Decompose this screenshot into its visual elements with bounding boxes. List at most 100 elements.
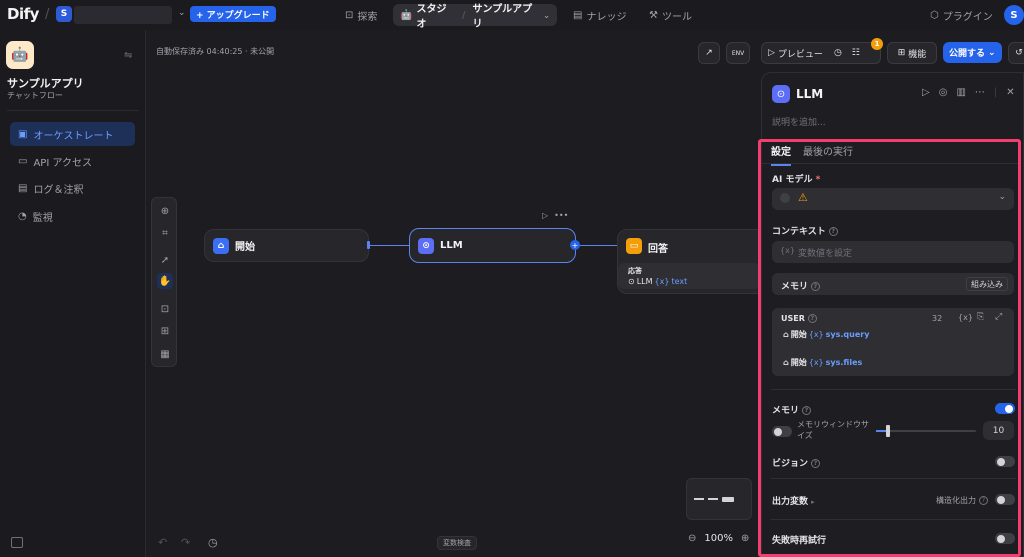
sidebar-item-orchestrate[interactable]: ▣ オーケストレート — [10, 122, 135, 146]
hand-icon[interactable]: ✋ — [157, 273, 173, 289]
minimap-toggle-icon[interactable]: ▦ — [160, 348, 170, 360]
external-link-button[interactable]: ↗ — [698, 42, 720, 64]
book-icon[interactable]: ▥ — [956, 87, 966, 98]
close-icon[interactable]: ✕ — [1006, 87, 1015, 98]
zoom-level[interactable]: 100% — [704, 533, 733, 544]
llm-icon: ⊙ — [418, 237, 434, 254]
export-image-icon[interactable]: ⊡ — [160, 303, 170, 315]
builtin-button[interactable]: 組み込み — [966, 277, 1008, 291]
memory-window-input[interactable]: 10 — [983, 421, 1014, 440]
node-llm[interactable]: ⊙ LLM — [409, 228, 576, 263]
add-note-icon[interactable]: ⌗ — [162, 227, 168, 239]
description-input[interactable]: 説明を追加... — [772, 118, 826, 128]
help-circle-icon[interactable]: ◎ — [938, 87, 948, 98]
settings-sliders-icon[interactable]: ⇋ — [124, 50, 133, 61]
section-divider — [771, 478, 1016, 479]
tab-settings[interactable]: 設定 — [771, 143, 791, 166]
history-icon[interactable]: ◷ — [833, 48, 842, 58]
structured-output-toggle[interactable] — [995, 494, 1015, 505]
node-answer-title: 回答 — [648, 244, 668, 255]
zoom-in-icon[interactable]: ⊕ — [740, 533, 750, 544]
nav-tools[interactable]: ⚒ ツール — [642, 4, 699, 26]
tab-last-run[interactable]: 最後の実行 — [803, 147, 853, 158]
vision-toggle[interactable] — [995, 456, 1015, 467]
help-icon[interactable]: ? — [828, 227, 838, 236]
nav-knowledge[interactable]: ▤ ナレッジ — [566, 4, 633, 26]
external-link-icon: ↗ — [705, 48, 713, 58]
panel-actions: ▷ ◎ ▥ ⋯ | ✕ — [922, 87, 1015, 98]
env-label: ENV — [731, 49, 745, 57]
structured-output-label: 構造化出力? — [936, 495, 988, 506]
memory-toggle[interactable] — [995, 403, 1015, 414]
redo-icon[interactable]: ↷ — [181, 536, 191, 549]
current-app-name[interactable]: サンプルアプリ — [472, 4, 533, 30]
help-icon[interactable]: ? — [811, 459, 821, 468]
prompt-variable-chip[interactable]: ⌂ 開始 {x} sys.files — [783, 357, 862, 368]
play-icon[interactable]: ▷ — [542, 211, 549, 220]
copy-icon[interactable]: ⎘ — [977, 312, 985, 322]
chevron-down-icon[interactable]: ⌄ — [178, 8, 186, 18]
home-icon: ⌂ — [783, 330, 789, 339]
autosave-status: 自動保存済み 04:40:25 · 未公開 — [156, 47, 275, 56]
workspace-avatar[interactable]: S — [56, 6, 72, 22]
output-vars-label[interactable]: 出力変数 ▸ — [772, 494, 815, 507]
user-avatar[interactable]: S — [1004, 5, 1024, 25]
add-node-icon[interactable]: ⊕ — [160, 205, 170, 217]
play-icon[interactable]: ▷ — [922, 87, 930, 98]
features-button[interactable]: ⊞ 機能 — [887, 42, 937, 64]
undo-icon[interactable]: ↶ — [158, 536, 168, 549]
more-icon[interactable]: ••• — [554, 211, 569, 220]
app-icon[interactable]: 🤖 — [6, 41, 34, 69]
model-icon — [780, 193, 790, 203]
slider-handle[interactable] — [886, 425, 890, 437]
context-variable-field[interactable]: {x} 変数値を設定 — [772, 241, 1014, 263]
help-icon[interactable]: ? — [807, 314, 817, 323]
minimap[interactable] — [686, 478, 752, 520]
chip-node-name: LLM — [636, 277, 653, 286]
version-history-button[interactable]: ↺ — [1008, 42, 1024, 64]
token-count: 32 — [932, 314, 943, 323]
workspace-name-redacted[interactable] — [74, 6, 172, 24]
add-next-node-icon[interactable]: + — [570, 240, 580, 250]
node-start[interactable]: ⌂ 開始 — [204, 229, 369, 262]
issue-count-badge: 1 — [871, 38, 883, 50]
pointer-icon[interactable]: ➚ — [160, 254, 170, 266]
zoom-controls: ⊖ 100% ⊕ — [688, 533, 749, 544]
env-button[interactable]: ENV — [726, 42, 750, 64]
output-vars-label-text: 出力変数 — [772, 497, 809, 507]
zoom-out-icon[interactable]: ⊖ — [688, 533, 697, 544]
collapse-sidebar-icon[interactable] — [11, 537, 23, 548]
variable-inspect-button[interactable]: 変数検査 — [437, 536, 477, 550]
upgrade-button[interactable]: + アップグレード — [190, 6, 276, 22]
panel-title[interactable]: LLM — [796, 87, 824, 101]
more-icon[interactable]: ⋯ — [974, 87, 985, 98]
edge-llm-answer — [580, 245, 617, 246]
tab-divider — [761, 163, 1021, 164]
checklist-icon[interactable]: ☷ — [851, 48, 860, 58]
memory-window-slider[interactable] — [876, 425, 976, 437]
expand-icon[interactable]: ⤢ — [995, 312, 1003, 322]
organize-icon[interactable]: ⊞ — [160, 325, 170, 337]
chip-var-name: sys.query — [825, 330, 870, 339]
sidebar-item-api[interactable]: ▭ API アクセス — [10, 149, 135, 173]
sidebar-item-logs[interactable]: ▤ ログ＆注釈 — [10, 176, 135, 200]
help-icon[interactable]: ? — [802, 406, 812, 415]
preview-button[interactable]: プレビュー — [777, 49, 823, 60]
insert-variable-icon[interactable]: {x} — [958, 313, 973, 322]
user-prompt-editor[interactable]: USER? 32 {x} ⎘ ⤢ ⌂ 開始 {x} sys.query ⌂ 開始… — [772, 308, 1014, 376]
history-icon[interactable]: ◷ — [208, 536, 218, 549]
model-selector[interactable]: ⚠ ⌄ — [772, 188, 1014, 210]
play-icon[interactable]: ▷ — [768, 48, 775, 58]
node-handle[interactable] — [367, 241, 370, 249]
publish-button[interactable]: 公開する ⌄ — [943, 42, 1002, 63]
nav-explore[interactable]: ⊡ 探索 — [338, 4, 384, 26]
dify-logo[interactable]: Dify — [7, 5, 39, 23]
memory-window-toggle[interactable] — [772, 426, 792, 437]
nav-studio[interactable]: 🤖 スタジオ / サンプルアプリ ⌄ — [393, 4, 557, 30]
help-icon[interactable]: ? — [811, 282, 821, 291]
sidebar-item-monitor[interactable]: ◔ 監視 — [10, 204, 135, 228]
help-icon[interactable]: ? — [979, 496, 988, 505]
retry-toggle[interactable] — [995, 533, 1015, 544]
plugin-button[interactable]: ⬡ プラグイン — [930, 8, 993, 23]
prompt-variable-chip[interactable]: ⌂ 開始 {x} sys.query — [783, 329, 869, 340]
